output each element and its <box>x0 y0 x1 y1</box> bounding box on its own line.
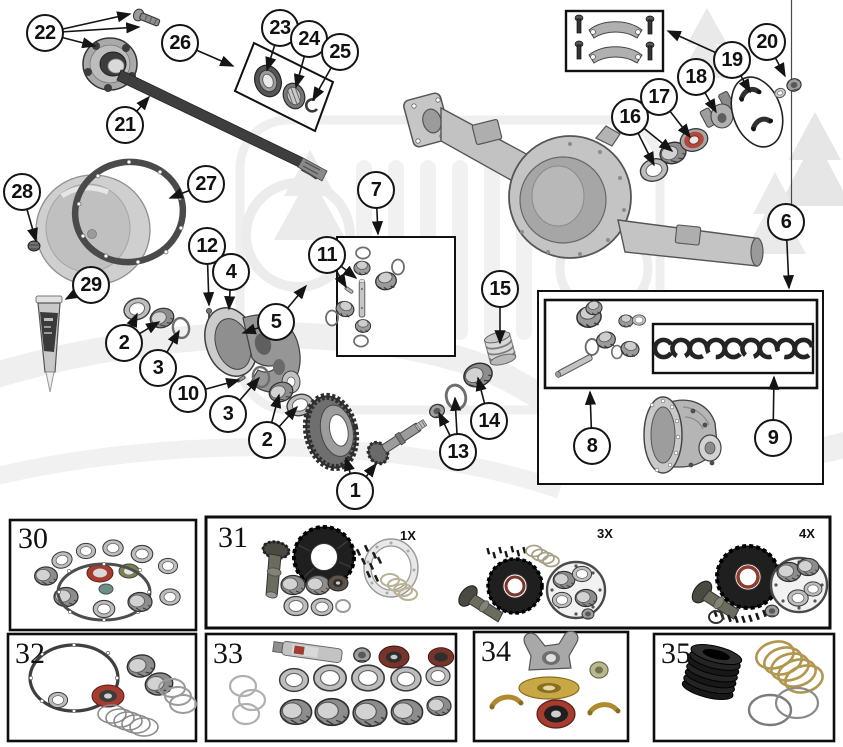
axle-housing-drawing <box>403 92 764 267</box>
callout-7: 7 <box>357 171 395 209</box>
kit-31-1x-drawing <box>261 525 419 617</box>
callout-29: 29 <box>72 266 110 304</box>
ring-and-pinion-drawing <box>302 392 428 472</box>
callout-20: 20 <box>748 23 786 61</box>
axle-shaft-assembly-drawing <box>82 8 328 182</box>
callout-24: 24 <box>290 20 328 58</box>
rtv-sealant-tube-drawing <box>35 295 63 393</box>
callout-27: 27 <box>187 165 225 203</box>
callout-28: 28 <box>3 173 41 211</box>
panel-label-35: 35 <box>661 637 691 670</box>
callout-6: 6 <box>767 203 805 241</box>
callout-2-left: 2 <box>105 324 143 362</box>
kit-32-drawing <box>28 642 197 737</box>
callout-2-right: 2 <box>248 421 286 459</box>
axle-seal-kit-box <box>233 41 335 133</box>
callout-3-right: 3 <box>209 395 247 433</box>
kit-30-drawing <box>34 539 181 622</box>
spider-gear-kit-box <box>325 236 456 357</box>
callout-11: 11 <box>308 236 346 274</box>
callout-8: 8 <box>573 427 611 465</box>
strap-pair-oval <box>730 76 784 148</box>
kit-33-drawing <box>228 640 455 728</box>
lsd-case-drawing <box>643 396 722 474</box>
callout-17: 17 <box>640 78 678 116</box>
callout-18: 18 <box>677 58 715 96</box>
callout-3-left: 3 <box>139 349 177 387</box>
panel-label-33: 33 <box>213 637 243 670</box>
callout-9: 9 <box>754 419 792 457</box>
kit-35-drawing <box>681 640 824 727</box>
callout-25: 25 <box>321 33 359 71</box>
snap-ring-drawing <box>304 98 319 113</box>
u-joint-strap-kit-box <box>564 9 665 73</box>
clutch-disc-box <box>651 322 815 375</box>
panel-label-31: 31 <box>218 521 248 554</box>
callout-26: 26 <box>161 24 199 62</box>
kit-31-4x-drawing <box>691 544 829 624</box>
kit-34-drawing <box>489 630 621 729</box>
kit-qty-1x: 1X <box>400 528 416 543</box>
callout-19: 19 <box>713 41 751 79</box>
panel-label-32: 32 <box>15 637 45 670</box>
fill-plug-drawing <box>27 240 41 252</box>
callout-13: 13 <box>439 433 477 471</box>
callout-10: 10 <box>169 375 207 413</box>
kit-qty-4x: 4X <box>799 526 815 541</box>
callout-14: 14 <box>470 402 508 440</box>
panel-label-34: 34 <box>481 635 511 668</box>
diff-cover-and-gasket-drawing <box>27 158 187 286</box>
callout-1: 1 <box>336 472 374 510</box>
callout-22: 22 <box>26 14 64 52</box>
callout-4: 4 <box>212 253 250 291</box>
pinion-yoke-drawing <box>699 91 735 129</box>
callout-21: 21 <box>106 106 144 144</box>
callout-15: 15 <box>481 270 519 308</box>
pinion-front-parts-drawing <box>636 76 804 186</box>
kit-qty-3x: 3X <box>597 526 613 541</box>
panel-label-30: 30 <box>18 522 48 555</box>
pinion-washer-drawing <box>774 87 786 99</box>
kit-31-3x-drawing <box>458 544 607 623</box>
axle-seal-drawing <box>254 64 282 98</box>
callout-5: 5 <box>257 303 295 341</box>
callout-12: 12 <box>188 227 226 265</box>
axle-bearing-drawing <box>282 82 306 110</box>
